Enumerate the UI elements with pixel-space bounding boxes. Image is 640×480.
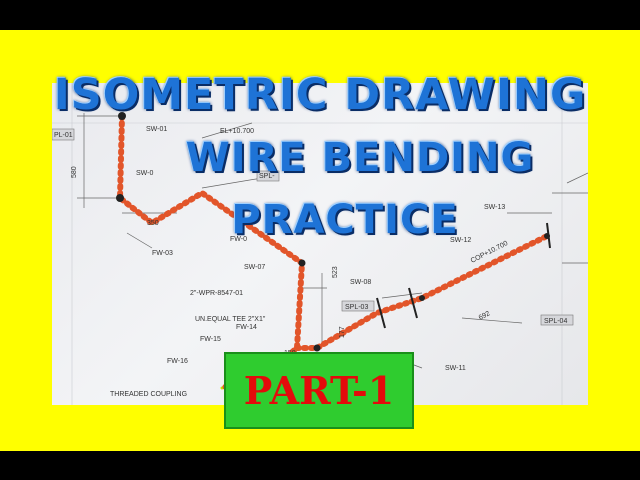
- letterbox-bottom: [0, 451, 640, 480]
- part-badge: PART-1: [224, 352, 414, 429]
- label-dim350: 350: [147, 220, 159, 227]
- label-dim177: 177: [339, 326, 346, 338]
- label-fw03: FW-03: [152, 250, 173, 257]
- label-dim580: 580: [71, 166, 78, 178]
- label-sw02: SW-0: [136, 170, 153, 177]
- label-pipe: 2"-WPR-8547-01: [190, 290, 243, 297]
- wire-bend: [116, 113, 550, 391]
- label-el10700: EL+10.700: [220, 128, 254, 135]
- label-fw14: FW-14: [236, 324, 257, 331]
- label-spl04: SPL-04: [544, 318, 567, 325]
- label-fw15: FW-15: [200, 336, 221, 343]
- part-label: PART-1: [243, 368, 395, 413]
- label-dim692: 692: [478, 310, 492, 322]
- label-dim523: 523: [332, 266, 339, 278]
- letterbox-top: [0, 0, 640, 30]
- title-line-1: ISOMETRIC DRAWING: [53, 70, 587, 120]
- label-tee: UN.EQUAL TEE 2"X1": [195, 316, 266, 323]
- label-spl02: SPL-: [259, 173, 275, 180]
- label-sw11: SW-11: [445, 365, 466, 372]
- label-coupling: THREADED COUPLING: [110, 391, 187, 398]
- isometric-drawing-photo: PL-01 SW-01 SW-0 580 350 FW-03 EL+10.700…: [52, 83, 588, 405]
- label-spl01: PL-01: [54, 132, 73, 139]
- label-fw0: FW-0: [230, 236, 247, 243]
- title-line-3: PRACTICE: [231, 197, 459, 243]
- isometric-drawing-svg: PL-01 SW-01 SW-0 580 350 FW-03 EL+10.700…: [52, 83, 588, 405]
- label-sw07: SW-07: [244, 264, 265, 271]
- label-fw16: FW-16: [167, 358, 188, 365]
- label-sw01: SW-01: [146, 126, 167, 133]
- label-cop: COP+10.700: [470, 240, 510, 265]
- flanges: [376, 222, 551, 329]
- title-line-2: WIRE BENDING: [185, 135, 535, 181]
- label-sw13: SW-13: [484, 204, 505, 211]
- label-sw08: SW-08: [350, 279, 371, 286]
- label-sw12: SW-12: [450, 237, 471, 244]
- label-spl03: SPL-03: [345, 304, 368, 311]
